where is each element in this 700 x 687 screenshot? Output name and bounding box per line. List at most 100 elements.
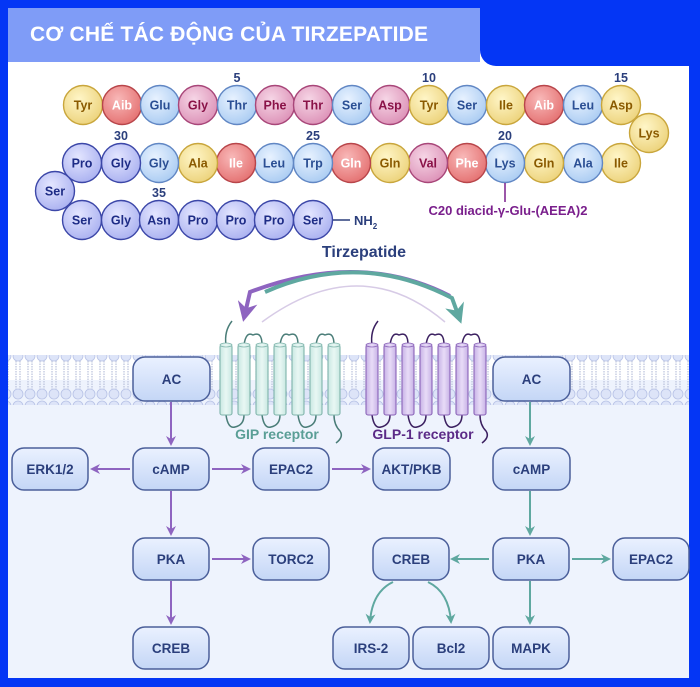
node-mapk: MAPK (492, 626, 570, 670)
node-label: ERK1/2 (26, 462, 73, 477)
position-label-5: 5 (234, 71, 241, 85)
residue-label: Gly (111, 157, 131, 171)
residue-label: Leu (572, 99, 594, 113)
gip-receptor-helices (219, 320, 343, 444)
residue-4: Gly (177, 84, 219, 126)
residue-label: Leu (263, 157, 285, 171)
transmembrane-helix-2 (237, 344, 251, 416)
node-label: PKA (517, 552, 546, 567)
node-label: AC (522, 372, 542, 387)
node-label: cAMP (513, 462, 551, 477)
node-akt: AKT/PKB (372, 447, 451, 491)
node-gip-pka: PKA (132, 537, 210, 581)
c-terminus (479, 414, 489, 444)
node-glp-ac: AC (492, 356, 571, 402)
residue-label: Lys (638, 127, 659, 141)
residue-label: Ile (614, 157, 628, 171)
residue-label: Asn (147, 214, 171, 228)
residue-38: Pro (253, 199, 295, 241)
residue-34: Gly (100, 199, 142, 241)
residue-label: Ala (188, 157, 209, 171)
residue-25: Trp (292, 142, 334, 184)
node-box (492, 447, 571, 491)
arc-thin-connector (261, 285, 446, 323)
residue-label: Ser (45, 185, 65, 199)
extracellular-loop (389, 333, 409, 346)
residue-label: Pro (188, 214, 209, 228)
node-box (252, 537, 330, 581)
residue-label: Val (419, 157, 437, 171)
residue-label: Ser (303, 214, 323, 228)
node-erk: ERK1/2 (11, 447, 89, 491)
residue-label: Thr (303, 99, 323, 113)
residue-17: Ile (600, 142, 642, 184)
helix-cap (473, 342, 487, 348)
residue-10: Tyr (408, 84, 450, 126)
residue-23: Gln (369, 142, 411, 184)
residue-1: Tyr (62, 84, 104, 126)
residue-7: Thr (292, 84, 334, 126)
node-gip-epac2: EPAC2 (252, 447, 330, 491)
residue-circle (34, 170, 76, 212)
residue-19: Gln (523, 142, 565, 184)
node-irs2: IRS-2 (332, 626, 410, 670)
gip-receptor-label: GIP receptor (235, 426, 319, 442)
residue-27: Ile (215, 142, 257, 184)
residue-circle (61, 142, 103, 184)
helix-cap (419, 342, 433, 348)
node-box (132, 447, 210, 491)
node-glp-creb: CREB (372, 537, 450, 581)
extracellular-loop (461, 333, 481, 346)
helix-cap (237, 342, 251, 348)
residue-label: Glu (150, 99, 171, 113)
helix-cap (327, 342, 341, 348)
transmembrane-helix-2 (383, 344, 397, 416)
transmembrane-helix-1 (219, 344, 233, 416)
residue-6: Phe (254, 84, 296, 126)
glp1-receptor-helices (365, 320, 489, 444)
transmembrane-helix-6 (309, 344, 323, 416)
residue-label: Gly (149, 157, 169, 171)
residue-label: Asp (609, 99, 633, 113)
position-label-30: 30 (114, 129, 128, 143)
node-box (11, 447, 89, 491)
node-label: AKT/PKB (382, 462, 442, 477)
helix-cap (365, 342, 379, 348)
intracellular-loop (297, 414, 317, 428)
c-terminus (333, 414, 343, 444)
node-glp-epac2: EPAC2 (612, 537, 690, 581)
residue-5: Thr (216, 84, 258, 126)
residue-20: Lys (484, 142, 526, 184)
residue-label: Phe (264, 99, 287, 113)
helix-cap (273, 342, 287, 348)
residue-label: Tyr (420, 99, 439, 113)
intracellular-loop (443, 414, 463, 428)
residue-label: Ser (457, 99, 477, 113)
helix-cap (437, 342, 451, 348)
transmembrane-helix-4 (419, 344, 433, 416)
residue-label: Aib (534, 99, 555, 113)
transmembrane-helix-7 (473, 344, 487, 416)
residue-22: Val (407, 142, 449, 184)
node-gip-camp: cAMP (132, 447, 210, 491)
residue-21: Phe (446, 142, 488, 184)
residue-29: Gly (138, 142, 180, 184)
extracellular-loop (243, 333, 263, 346)
intracellular-loop (225, 414, 245, 428)
residue-24: Gln (330, 142, 372, 184)
position-label-10: 10 (422, 71, 436, 85)
node-label: Bcl2 (437, 641, 466, 656)
transmembrane-helix-5 (291, 344, 305, 416)
residue-12: Ile (485, 84, 527, 126)
node-label: EPAC2 (269, 462, 313, 477)
node-label: CREB (392, 552, 431, 567)
position-label-20: 20 (498, 129, 512, 143)
node-box (492, 626, 570, 670)
intracellular-loop (407, 414, 427, 428)
node-glp-pka: PKA (492, 537, 570, 581)
residue-35: Asn (138, 199, 180, 241)
node-box (492, 537, 570, 581)
